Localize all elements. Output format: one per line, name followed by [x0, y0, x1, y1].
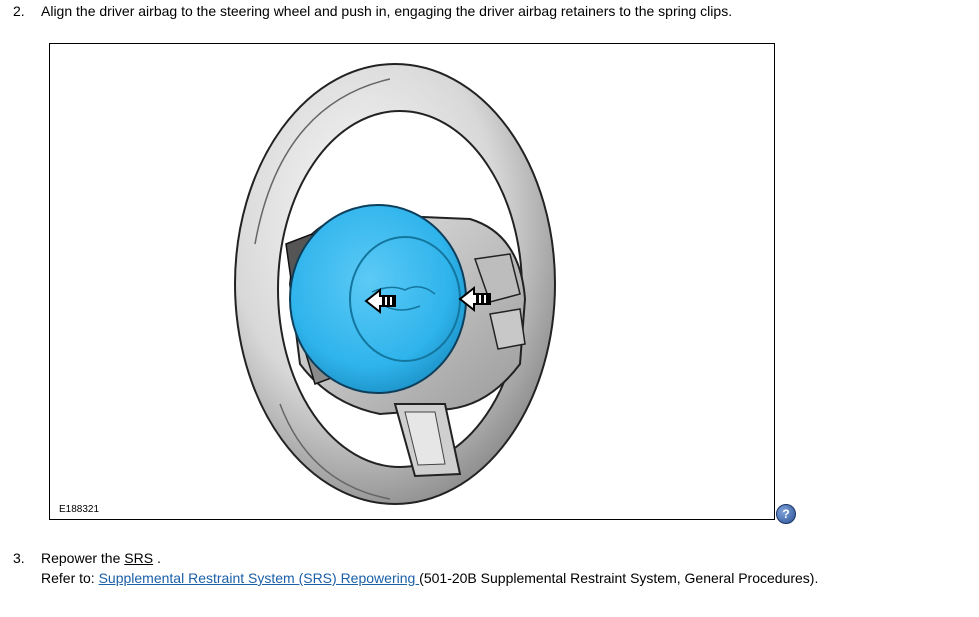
srs-repowering-link[interactable]: Supplemental Restraint System (SRS) Repo…: [98, 570, 420, 586]
step-number: 2.: [13, 3, 25, 19]
figure-id-label: E188321: [59, 504, 100, 515]
help-question-icon[interactable]: ?: [776, 504, 796, 524]
steering-wheel-illustration: [234, 63, 556, 505]
step-text-suffix: .: [153, 550, 161, 566]
refer-label: Refer to:: [41, 570, 99, 586]
srs-abbreviation[interactable]: SRS: [124, 550, 154, 566]
step-text: Repower the SRS .: [41, 549, 161, 567]
link-suffix: (501-20B Supplemental Restraint System, …: [419, 570, 819, 586]
steering-wheel-figure: E188321: [49, 43, 775, 520]
step-text: Align the driver airbag to the steering …: [41, 3, 733, 19]
step-text-prefix: Repower the: [41, 550, 125, 566]
step-number: 3.: [13, 550, 25, 566]
push-arrow-right: [458, 285, 491, 313]
right-switch-cluster: [473, 253, 521, 303]
push-arrow-left: [364, 287, 396, 315]
refer-line: Refer to: Supplemental Restraint System …: [41, 569, 818, 587]
